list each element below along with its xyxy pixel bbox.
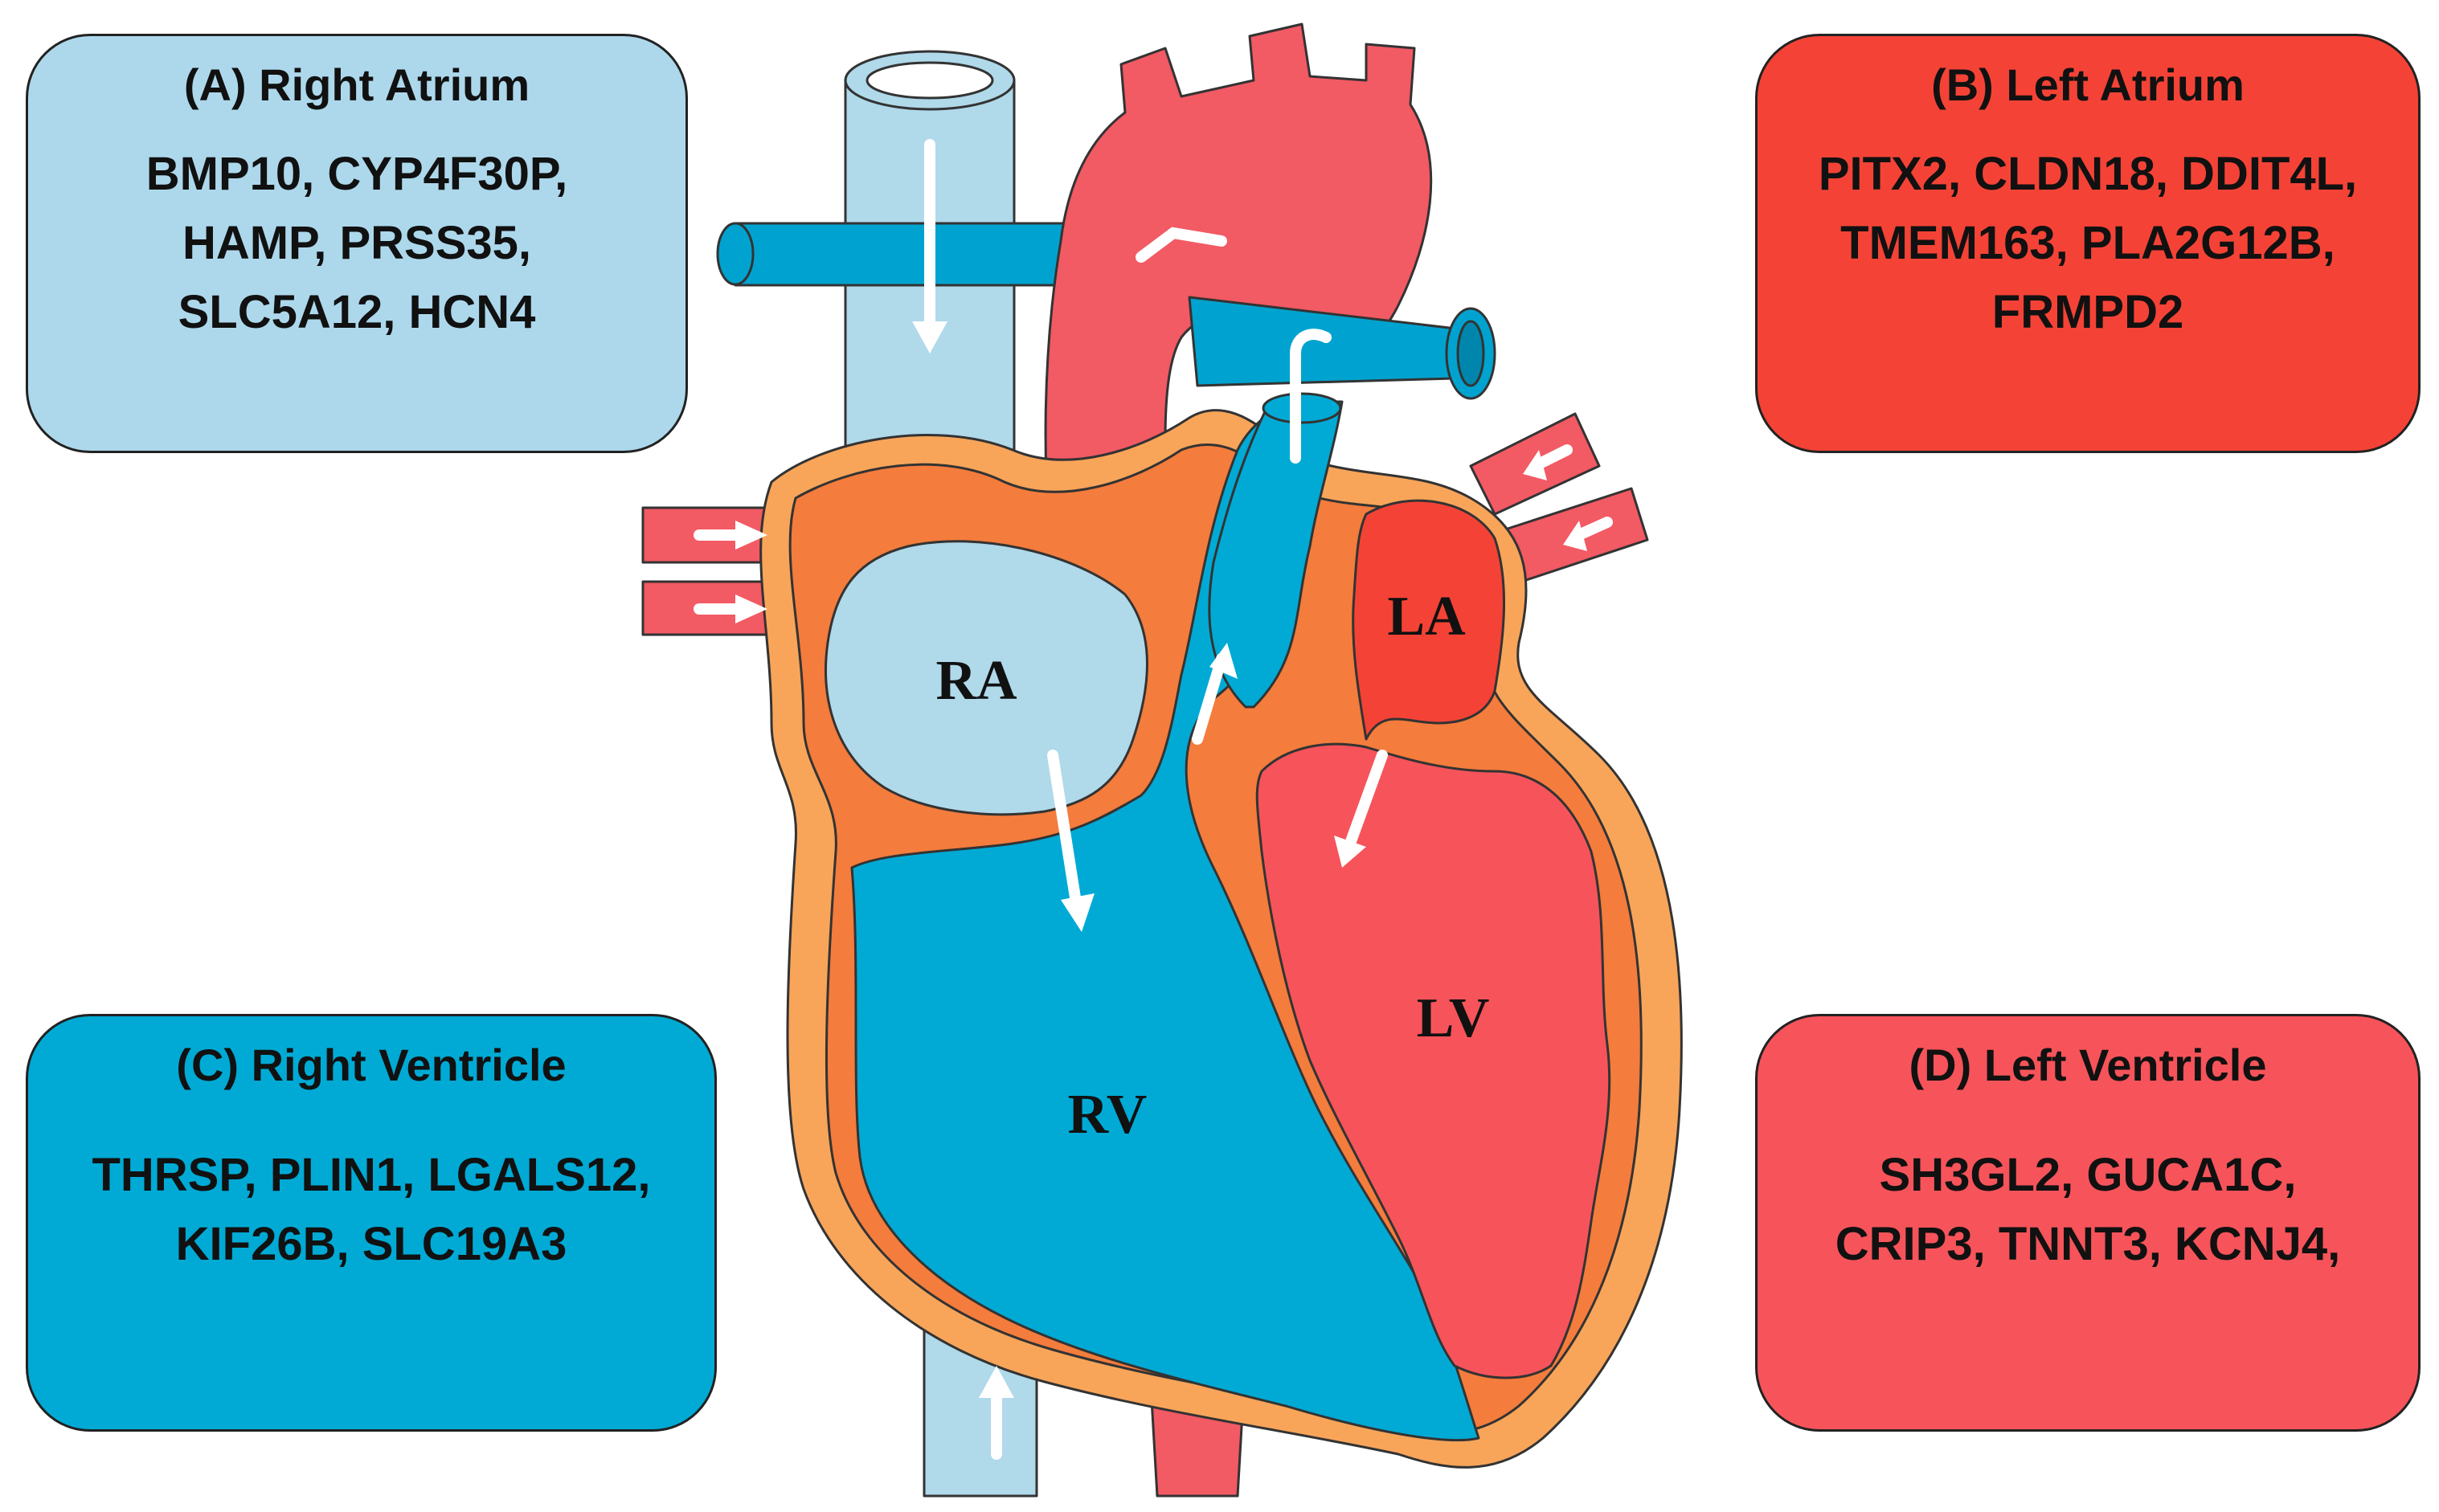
left-ventricle-genes: SH3GL2, GUCA1C, CRIP3, TNNT3, KCNJ4,	[1835, 1149, 2341, 1270]
left-atrium	[1352, 499, 1506, 741]
left-atrium-genes: PITX2, CLDN18, DDIT4L, TMEM163, PLA2G12B…	[1818, 148, 2358, 338]
right-atrium-genes: BMP10, CYP4F30P, HAMP, PRSS35, SLC5A12, …	[145, 148, 568, 338]
left-ventricle-box: (D) Left Ventricle SH3GL2, GUCA1C, CRIP3…	[1755, 1014, 2421, 1432]
left-atrium-title: (B) Left Atrium	[1931, 59, 2245, 110]
pulmonary-trunk	[1208, 400, 1344, 709]
left-atrium-box: (B) Left Atrium PITX2, CLDN18, DDIT4L, T…	[1755, 34, 2421, 453]
right-atrium-title: (A) Right Atrium	[183, 59, 530, 110]
left-ventricle-title: (D) Left Ventricle	[1909, 1040, 2267, 1090]
right-ventricle-genes: THRSP, PLIN1, LGALS12, KIF26B, SLC19A3	[92, 1149, 651, 1270]
right-ventricle-box: (C) Right Ventricle THRSP, PLIN1, LGALS1…	[26, 1014, 717, 1432]
right-atrium	[825, 540, 1148, 816]
chamber-label-la: LA	[1387, 586, 1466, 648]
right-atrium-box: (A) Right Atrium BMP10, CYP4F30P, HAMP, …	[26, 34, 688, 453]
left-ventricle	[1255, 742, 1611, 1379]
right-ventricle	[850, 400, 1480, 1442]
chamber-label-lv: LV	[1417, 987, 1490, 1049]
chamber-label-rv: RV	[1068, 1084, 1148, 1146]
right-ventricle-title: (C) Right Ventricle	[176, 1040, 567, 1090]
chamber-label-ra: RA	[935, 650, 1017, 712]
